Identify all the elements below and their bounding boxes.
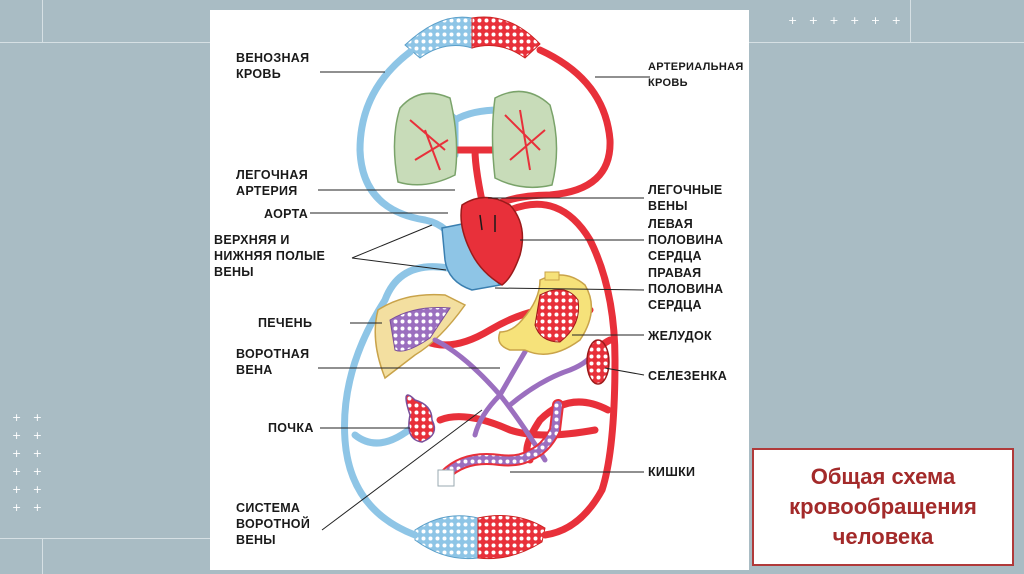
circulation-diagram-card: ВЕНОЗНАЯ КРОВЬ ЛЕГОЧНАЯ АРТЕРИЯ АОРТА ВЕ…: [210, 10, 749, 570]
bottom-frame-line: [0, 538, 210, 539]
plus-row: + +: [12, 483, 46, 496]
left-plus-decoration: + + + + + + + + + + + +: [12, 412, 46, 514]
spleen: [586, 339, 610, 385]
kidney: [405, 394, 436, 443]
label-portal-system: СИСТЕМА ВОРОТНОЙ ВЕНЫ: [236, 501, 311, 547]
label-liver: ПЕЧЕНЬ: [258, 316, 313, 330]
liver: [374, 293, 467, 380]
plus-row: + +: [12, 465, 46, 478]
heart: [441, 196, 524, 291]
intestines: [437, 399, 564, 487]
top-plus-decoration: + + + + + +: [788, 14, 905, 27]
slide-title-line-2: кровообращения: [789, 494, 977, 519]
portal-vessels: [432, 332, 598, 463]
label-arterial-blood: АРТЕРИАЛЬНАЯ КРОВЬ: [648, 61, 744, 89]
top-frame-divider-left: [42, 0, 43, 42]
label-kidney: ПОЧКА: [268, 421, 314, 435]
label-left-heart: ЛЕВАЯ ПОЛОВИНА СЕРДЦА: [648, 217, 724, 263]
plus-row: + +: [12, 411, 46, 424]
plus-row: + +: [12, 501, 46, 514]
upper-capillary-network: [404, 16, 541, 59]
top-frame-divider-right: [910, 0, 911, 42]
label-pulmonary-veins: ЛЕГОЧНЫЕ ВЕНЫ: [648, 183, 723, 213]
lungs: [393, 90, 558, 189]
label-portal-vein: ВОРОТНАЯ ВЕНА: [236, 347, 310, 377]
label-spleen: СЕЛЕЗЕНКА: [648, 369, 728, 383]
slide-title-line-1: Общая схема: [810, 464, 956, 489]
label-aorta: АОРТА: [264, 207, 309, 221]
leader-lines: [310, 71, 650, 531]
stomach: [498, 271, 593, 355]
label-right-heart: ПРАВАЯ ПОЛОВИНА СЕРДЦА: [648, 266, 724, 312]
label-stomach: ЖЕЛУДОК: [648, 329, 712, 343]
plus-row: + +: [12, 447, 46, 460]
plus-row: + +: [12, 429, 46, 442]
label-vena-cava: ВЕРХНЯЯ И НИЖНЯЯ ПОЛЫЕ ВЕНЫ: [214, 233, 326, 279]
label-venous-blood: ВЕНОЗНАЯ КРОВЬ: [236, 51, 310, 81]
left-frame-line: [42, 538, 43, 574]
slide-title-line-3: человека: [832, 524, 934, 549]
lower-capillary-network: [414, 515, 546, 560]
circulation-diagram: [310, 16, 650, 560]
label-intestines: КИШКИ: [648, 465, 696, 479]
label-pulmonary-artery: ЛЕГОЧНАЯ АРТЕРИЯ: [236, 168, 308, 198]
slide-title-box: Общая схема кровообращения человека: [752, 448, 1014, 566]
